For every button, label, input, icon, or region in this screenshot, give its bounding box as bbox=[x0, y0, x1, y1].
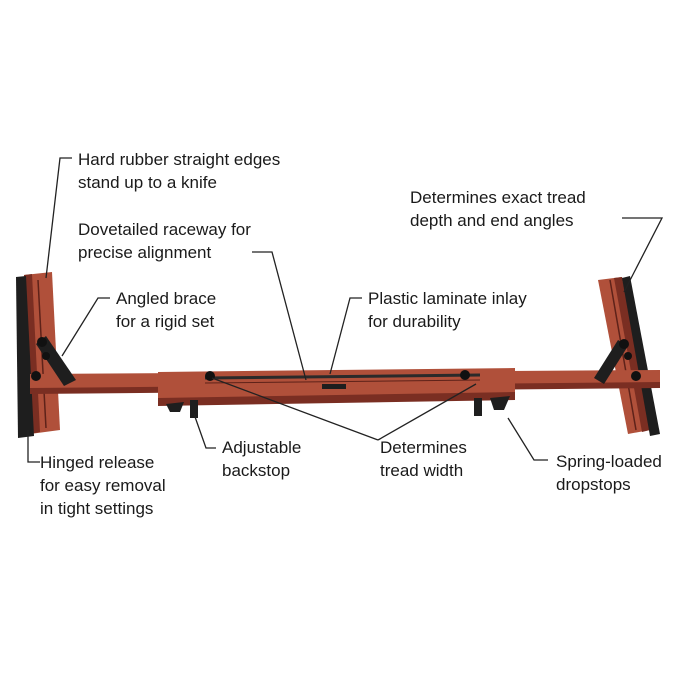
leader-tread-width-right bbox=[377, 383, 477, 441]
leader-backstop bbox=[193, 413, 216, 449]
leader-hard-rubber bbox=[45, 157, 72, 279]
callout-plastic-laminate: Plastic laminate inlay for durability bbox=[368, 289, 527, 331]
leader-tread-width-left bbox=[211, 377, 379, 441]
leader-lines bbox=[27, 157, 664, 463]
leader-dropstops bbox=[507, 417, 548, 461]
right-width-knob bbox=[460, 370, 470, 380]
callout-angled-brace: Angled brace for a rigid set bbox=[116, 289, 217, 331]
callout-hard-rubber: Hard rubber straight edges stand up to a… bbox=[78, 150, 281, 192]
leader-laminate bbox=[329, 297, 362, 375]
leader-hinged bbox=[27, 430, 40, 463]
leader-angled-brace bbox=[61, 297, 110, 357]
callout-determines-depth: Determines exact tread depth and end ang… bbox=[410, 188, 586, 230]
right-post bbox=[598, 276, 660, 436]
center-badge bbox=[322, 384, 346, 389]
left-rubber-edge bbox=[16, 276, 34, 438]
laminate-inlay bbox=[204, 373, 481, 380]
adjustable-backstop-part bbox=[166, 400, 198, 418]
callout-adjustable-backstop: Adjustable backstop bbox=[222, 438, 302, 480]
leader-depth bbox=[622, 217, 664, 293]
left-angled-brace bbox=[31, 336, 76, 386]
callout-dovetailed: Dovetailed raceway for precise alignment bbox=[78, 220, 251, 262]
right-rubber-edge bbox=[622, 276, 660, 436]
leader-dovetailed bbox=[252, 251, 307, 381]
callout-dropstops: Spring-loaded dropstops bbox=[556, 452, 662, 494]
dropstop-parts bbox=[474, 396, 510, 416]
center-raceway bbox=[158, 368, 515, 406]
right-angled-brace bbox=[594, 339, 641, 384]
callout-tread-width: Determines tread width bbox=[380, 438, 467, 480]
callout-hinged-release: Hinged release for easy removal in tight… bbox=[40, 453, 166, 518]
left-width-knob bbox=[205, 371, 215, 381]
